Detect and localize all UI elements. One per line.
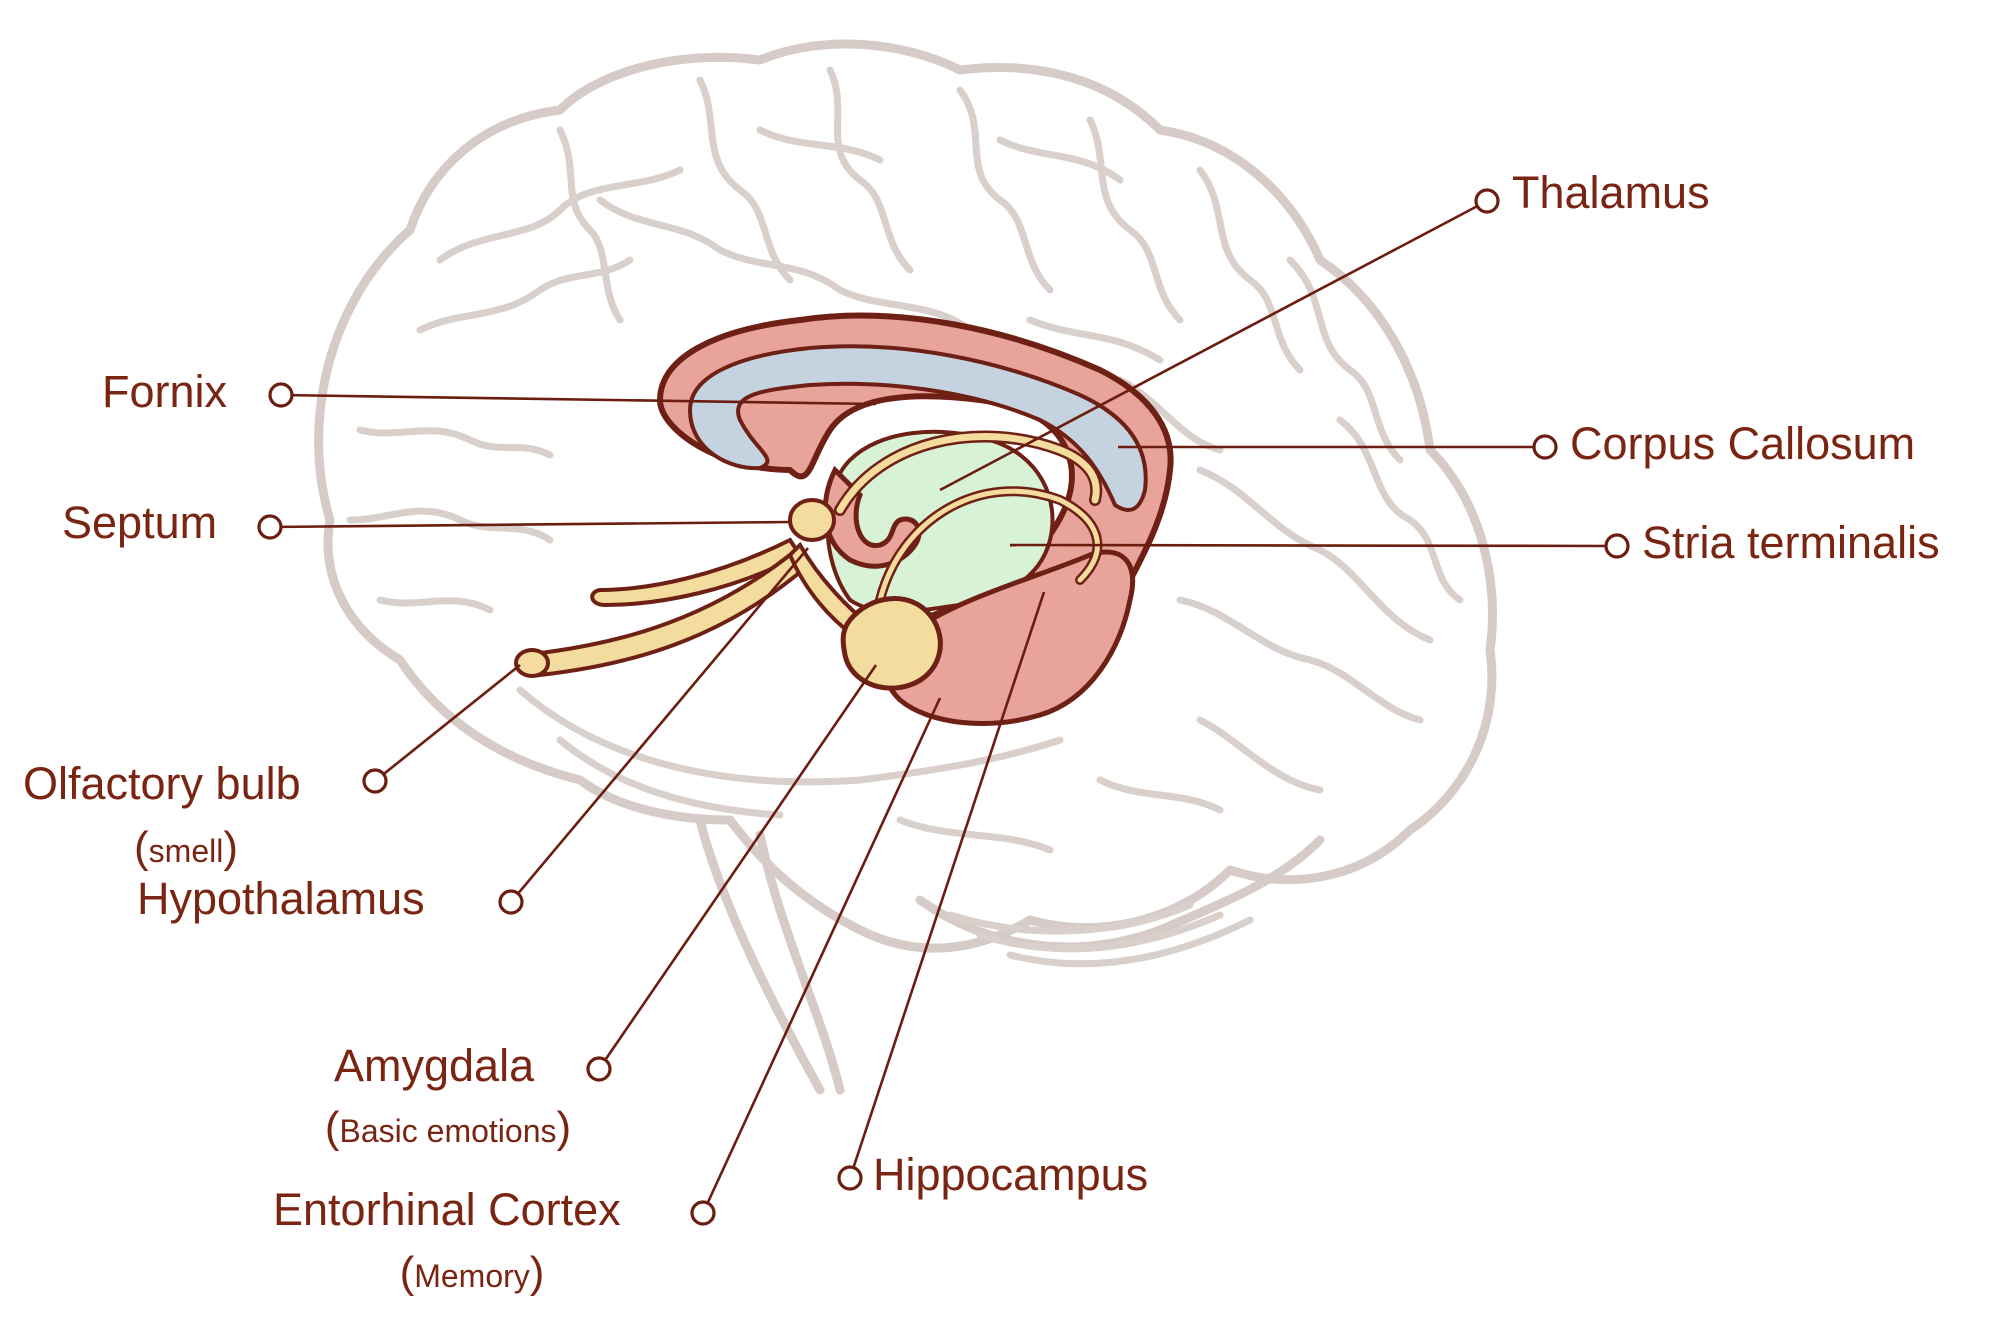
leader-lines: [269, 199, 1618, 1214]
label-fornix: Fornix: [102, 366, 228, 417]
thalamus-leader: [939, 199, 1488, 492]
limbic-structures: [514, 312, 1174, 726]
amygdala-dot: [586, 1056, 612, 1082]
olfactory-bulb-leader: [374, 663, 521, 783]
olfactory-tract-upper: [590, 537, 803, 608]
label-stria-terminalis: Stria terminalis: [1642, 517, 1940, 568]
entorhinal-cortex-dot: [690, 1200, 716, 1226]
hypothalamus-dot: [498, 889, 524, 915]
hypothalamus-leader: [510, 547, 809, 903]
label-olfactory-bulb: Olfactory bulb: [23, 758, 301, 809]
labels: Thalamus Fornix Corpus Callosum Septum S…: [23, 167, 1940, 1297]
brain-outline: [314, 39, 1497, 1095]
hippocampus-dot: [837, 1165, 863, 1191]
septum-dot: [257, 514, 283, 540]
cortex-sulci: [346, 66, 1464, 854]
corpus-callosum-band: [687, 344, 1148, 512]
fornix-leader: [280, 393, 877, 406]
hippocampus-body: [882, 549, 1136, 726]
label-amygdala: Amygdala: [334, 1040, 535, 1091]
corpus-callosum-dot: [1532, 434, 1558, 460]
olfactory-bulb-shape: [514, 648, 550, 678]
label-hippocampus: Hippocampus: [873, 1149, 1148, 1200]
stria-terminalis-dot: [1604, 533, 1630, 559]
hippocampus-leader: [848, 591, 1046, 1179]
label-entorhinal-cortex: Entorhinal Cortex: [273, 1184, 621, 1235]
amygdala-shape: [840, 596, 943, 691]
entorhinal-cortex-leader: [701, 697, 942, 1214]
label-hypothalamus: Hypothalamus: [137, 873, 425, 924]
label-thalamus: Thalamus: [1512, 167, 1710, 218]
olfactory-tract-lower: [515, 552, 809, 678]
stria-terminalis-leader: [1009, 543, 1618, 548]
label-corpus-callosum: Corpus Callosum: [1570, 418, 1915, 469]
amygdala-leader: [597, 664, 878, 1070]
label-entorhinal-cortex-note: (Memory): [400, 1248, 545, 1297]
olfactory-bulb-dot: [362, 768, 388, 794]
thalamus-dot: [1474, 188, 1500, 214]
label-septum: Septum: [62, 497, 217, 548]
label-dots: [257, 188, 1630, 1226]
label-olfactory-bulb-note: (smell): [134, 823, 238, 872]
septum-nodule: [788, 498, 836, 542]
fornix-dot: [268, 382, 294, 408]
septum-leader: [269, 520, 791, 529]
label-amygdala-note: (Basic emotions): [325, 1103, 571, 1152]
